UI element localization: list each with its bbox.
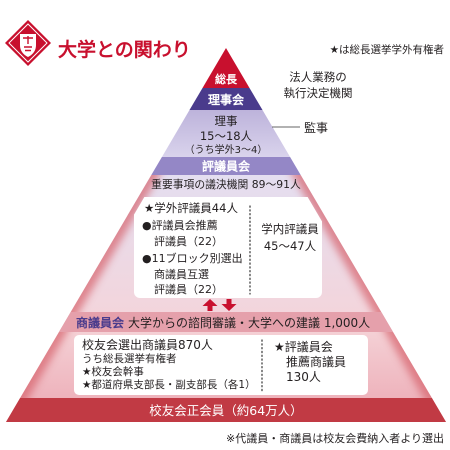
page-title: 大学との関わり [58, 38, 191, 61]
alumni-trustees-subheading: うち総長選挙有権者 [82, 352, 177, 365]
auditors-annotation: 監事 [304, 120, 328, 135]
recommended-trustees-line: ★評議員会 [274, 339, 333, 354]
external-councilors-heading: ★学外評議員44人 [144, 201, 238, 215]
external-councilors-line: ●評議員会推薦 [142, 218, 218, 232]
board-external-members: （うち学外3～4） [185, 143, 268, 156]
board-members-title: 理事 [215, 114, 238, 128]
waseda-emblem-logo [5, 20, 51, 66]
emblem-crest-mark [23, 36, 33, 52]
emblem-shield-icon [20, 34, 36, 57]
arrow-up-icon [202, 299, 218, 311]
trustees-description: 大学からの諮問審議・大学への建議 1,000人 [128, 315, 370, 330]
alumni-trustees-box [74, 335, 368, 395]
board-role-annotation: 法人業務の [289, 70, 347, 84]
footnote: ※代議員・商議員は校友会費納入者より選出 [226, 431, 444, 445]
councilors-box [134, 197, 322, 298]
internal-councilors-count: 45～47人 [264, 239, 317, 253]
recommended-trustees-count: 130人 [286, 370, 321, 384]
council-tier [151, 157, 301, 175]
board-label: 理事会 [208, 92, 245, 107]
legend-note: ★は総長選挙学外有権者 [330, 43, 444, 56]
external-councilors-line: 商議員互選 [154, 267, 209, 281]
alumni-base-tier [6, 398, 446, 422]
board-tier [189, 88, 263, 110]
council-description: 重要事項の議決機関 89～91人 [151, 177, 301, 191]
alumni-base-label: 校友会正会員（約64万人） [149, 403, 302, 418]
trustees-tier [59, 312, 393, 332]
arrow-down-icon [221, 299, 237, 311]
alumni-trustees-line: ★校友会幹事 [82, 365, 144, 378]
council-label: 評議員会 [202, 159, 251, 174]
alumni-trustees-line: ★都道府県支部長・副支部長（各1） [82, 378, 256, 391]
board-role-annotation: 執行決定機関 [284, 86, 353, 100]
recommended-trustees-line: 推薦商議員 [286, 354, 346, 369]
trustees-label: 商議員会 [76, 315, 125, 330]
external-councilors-line: 評議員（22） [154, 234, 223, 248]
president-tier [202, 48, 250, 88]
external-councilors-line: 評議員（22） [154, 282, 223, 296]
board-members-count: 15～18人 [200, 129, 253, 143]
emblem-inner-border [8, 23, 48, 63]
president-label: 総長 [215, 72, 238, 86]
external-councilors-line: ●11ブロック別選出 [142, 251, 243, 265]
alumni-trustees-heading: 校友会選出商議員870人 [82, 337, 213, 352]
internal-councilors-label: 学内評議員 [261, 222, 319, 236]
board-members-region [161, 110, 291, 157]
